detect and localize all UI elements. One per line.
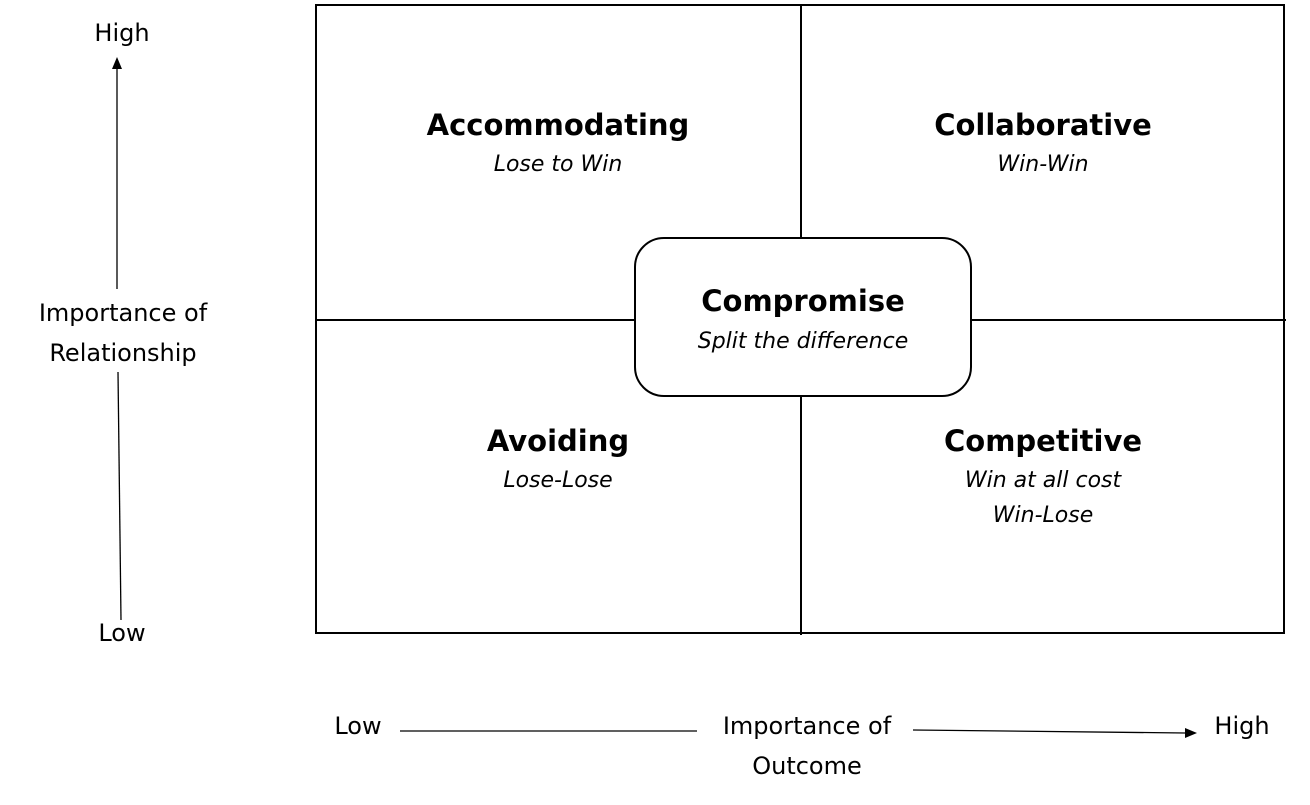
x-axis-title-line2: Outcome [752,752,862,780]
quadrant-avoiding-title: Avoiding [486,424,630,458]
y-axis-lower-line [117,371,122,621]
y-axis-title-line1: Importance of [38,299,208,327]
compromise-subtitle: Split the difference [697,329,909,354]
quadrant-collaborative-subtitle: Win-Win [997,152,1089,177]
x-axis-high-label: High [1214,712,1270,740]
x-axis-right-line [912,729,1186,734]
quadrant-competitive-subtitle-line2: Win-Lose [992,503,1094,528]
quadrant-collaborative-title: Collaborative [934,108,1152,142]
y-axis-low-label: Low [98,619,146,647]
y-axis-title-line2: Relationship [49,339,197,367]
quadrant-competitive-title: Competitive [943,424,1143,458]
compromise-box: Compromise Split the difference [634,237,972,397]
x-axis-title-line1: Importance of [722,712,892,740]
quadrant-accommodating-subtitle: Lose to Win [493,152,623,177]
quadrant-avoiding-subtitle: Lose-Lose [503,468,613,493]
y-axis-arrowhead [112,57,122,69]
y-axis-high-label: High [94,19,150,47]
x-axis-low-label: Low [334,712,382,740]
compromise-title: Compromise [701,284,905,318]
quadrant-accommodating-title: Accommodating [426,108,690,142]
quadrant-competitive-subtitle-line1: Win at all cost [964,468,1122,493]
